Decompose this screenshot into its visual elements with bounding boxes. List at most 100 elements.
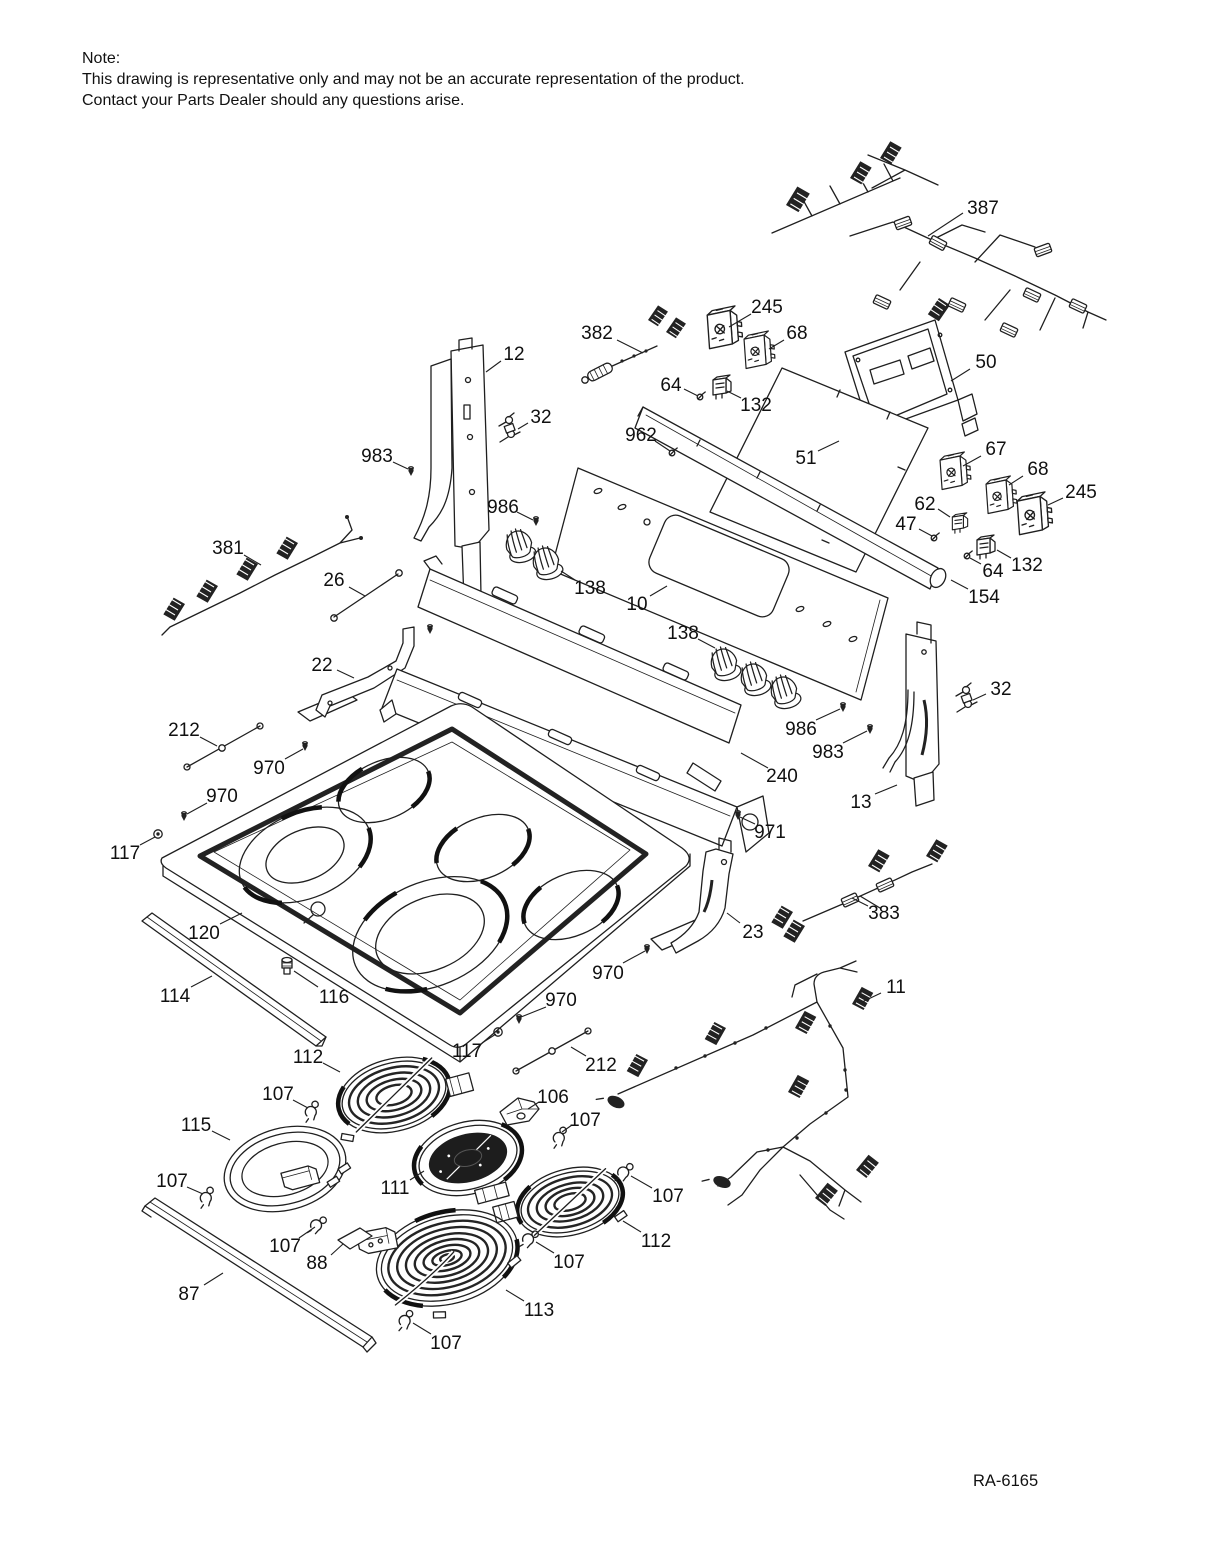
screw-64 xyxy=(696,391,706,401)
part-label-107: 107 xyxy=(156,1171,188,1192)
part-label-67: 67 xyxy=(985,439,1006,460)
leader-line-107 xyxy=(630,1175,653,1189)
part-label-387: 387 xyxy=(967,198,999,219)
leader-line-212 xyxy=(199,736,218,747)
part-label-381: 381 xyxy=(212,538,244,559)
wiring-harness-381 xyxy=(158,515,363,636)
document-number: RA-6165 xyxy=(973,1472,1039,1490)
note-line-1: This drawing is representative only and … xyxy=(82,71,745,88)
part-label-986: 986 xyxy=(487,497,519,518)
part-label-23: 23 xyxy=(742,922,763,943)
clip-107 xyxy=(550,1126,570,1149)
element-112-right xyxy=(492,1164,628,1240)
part-label-26: 26 xyxy=(323,570,344,591)
leader-line-154 xyxy=(950,579,969,590)
screw-986 xyxy=(532,516,540,527)
leader-line-970 xyxy=(284,748,304,760)
wiring-harness-11 xyxy=(595,960,883,1220)
leader-line-962 xyxy=(654,440,671,452)
part-label-116: 116 xyxy=(319,987,349,1008)
leader-line-132 xyxy=(996,549,1012,559)
part-label-986: 986 xyxy=(785,719,817,740)
leader-line-107 xyxy=(561,1124,573,1133)
part-label-970: 970 xyxy=(253,758,285,779)
fasteners xyxy=(153,391,973,1075)
part-label-970: 970 xyxy=(592,963,624,984)
part-label-87: 87 xyxy=(178,1284,199,1305)
part-label-117: 117 xyxy=(110,843,140,864)
leader-line-22 xyxy=(336,669,355,679)
part-label-13: 13 xyxy=(850,792,871,813)
part-label-212: 212 xyxy=(585,1055,617,1076)
side-panel-12 xyxy=(413,337,490,602)
part-label-113: 113 xyxy=(524,1300,554,1321)
part-label-111: 111 xyxy=(381,1178,410,1199)
leader-line-971 xyxy=(739,816,756,825)
switch-245-right xyxy=(1016,490,1054,536)
screw-970 xyxy=(515,1014,523,1025)
rod-26 xyxy=(330,569,403,622)
screw-983 xyxy=(866,724,874,735)
leader-line-107 xyxy=(186,1186,204,1195)
part-label-383: 383 xyxy=(868,903,900,924)
part-label-971: 971 xyxy=(754,822,786,843)
leader-line-112 xyxy=(622,1220,642,1233)
glass-cooktop-120 xyxy=(160,703,722,1063)
part-label-970: 970 xyxy=(206,786,238,807)
part-label-68: 68 xyxy=(786,323,807,344)
note-block: Note: This drawing is representative onl… xyxy=(82,48,745,111)
grommet-117 xyxy=(153,829,163,839)
leader-line-111 xyxy=(409,1170,425,1181)
part-label-120: 120 xyxy=(188,923,220,944)
element-112-left xyxy=(335,1054,475,1143)
leader-line-107 xyxy=(292,1099,309,1109)
part-label-132: 132 xyxy=(1011,555,1043,576)
wiring-harness-383 xyxy=(766,835,953,947)
part-label-382: 382 xyxy=(581,323,613,344)
side-panel-13 xyxy=(882,621,940,807)
leader-line-26 xyxy=(348,586,366,597)
leader-line-117 xyxy=(481,1033,497,1044)
part-label-22: 22 xyxy=(311,655,332,676)
part-label-32: 32 xyxy=(530,407,551,428)
part-label-88: 88 xyxy=(306,1253,327,1274)
leader-line-32 xyxy=(517,422,529,430)
leader-line-32 xyxy=(972,693,987,701)
part-label-112: 112 xyxy=(641,1231,671,1252)
leader-line-387 xyxy=(927,212,964,237)
leader-line-62 xyxy=(937,508,951,518)
leader-line-970 xyxy=(186,802,208,815)
part-label-107: 107 xyxy=(553,1252,585,1273)
screw xyxy=(426,624,434,635)
part-labels: 3873822456864132505196212329839866768245… xyxy=(110,198,1097,1354)
leader-line-116 xyxy=(293,970,319,988)
leader-line-67 xyxy=(962,455,982,467)
part-label-107: 107 xyxy=(652,1186,684,1207)
part-label-245: 245 xyxy=(751,297,783,318)
leader-line-68 xyxy=(1008,475,1024,486)
leader-line-117 xyxy=(139,836,156,846)
leader-line-88 xyxy=(330,1243,344,1256)
part-label-117: 117 xyxy=(452,1041,482,1062)
screw-47 xyxy=(930,532,940,542)
plate-88 xyxy=(337,1227,373,1250)
leader-line-50 xyxy=(950,368,971,382)
note-line-2: Contact your Parts Dealer should any que… xyxy=(82,92,465,109)
sensor-probe-382 xyxy=(581,302,691,384)
part-label-107: 107 xyxy=(262,1084,294,1105)
part-label-107: 107 xyxy=(430,1333,462,1354)
leader-line-112 xyxy=(322,1062,341,1073)
leader-line-64 xyxy=(683,388,699,397)
clip-107 xyxy=(197,1186,217,1209)
screw-970 xyxy=(643,944,651,955)
knobs-138-left xyxy=(501,524,566,583)
leader-line-138 xyxy=(560,570,576,581)
part-label-114: 114 xyxy=(160,986,191,1007)
hinge-bracket-32-right xyxy=(955,682,978,713)
leader-line-13 xyxy=(874,784,898,795)
screw-64 xyxy=(963,550,973,560)
part-label-62: 62 xyxy=(914,494,935,515)
switch-68-right xyxy=(984,475,1019,515)
